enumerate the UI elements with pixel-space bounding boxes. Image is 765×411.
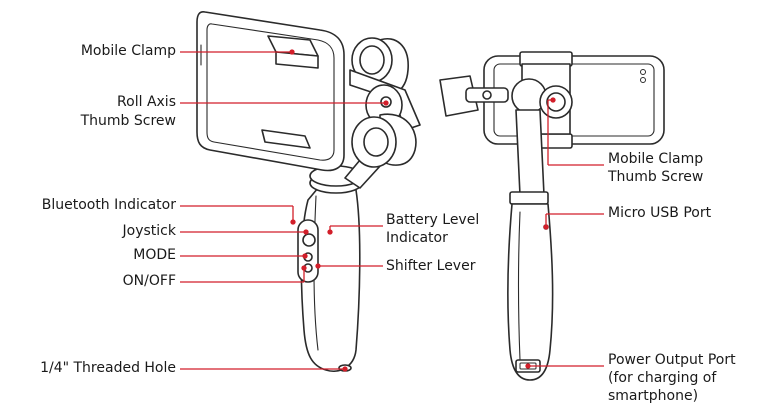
label-clamp-screw-1: Mobile Clamp — [608, 151, 704, 167]
left-gimbal — [196, 11, 421, 372]
right-phone — [483, 55, 665, 145]
label-mode: MODE — [133, 247, 176, 263]
joystick-icon — [302, 233, 316, 247]
right-handle — [507, 203, 554, 381]
leader-lines — [180, 49, 604, 372]
label-mobile-clamp: Mobile Clamp — [80, 43, 176, 59]
label-clamp-screw-2: Thumb Screw — [608, 169, 704, 185]
label-battery-2: Indicator — [386, 230, 448, 246]
label-power-2: (for charging of — [608, 370, 717, 386]
label-power-3: smartphone) — [608, 388, 699, 404]
label-roll-axis-1: Roll Axis — [117, 94, 176, 110]
label-on-off: ON/OFF — [122, 273, 176, 289]
label-roll-axis-2: Thumb Screw — [80, 113, 176, 129]
label-threaded-hole: 1/4" Threaded Hole — [40, 360, 176, 376]
label-micro-usb: Micro USB Port — [608, 205, 712, 221]
label-battery-1: Battery Level — [386, 212, 480, 228]
clamp-thumb-screw-icon — [546, 92, 566, 112]
label-shifter-lever: Shifter Lever — [386, 258, 476, 274]
right-gimbal — [439, 51, 665, 381]
label-bluetooth-indicator: Bluetooth Indicator — [41, 197, 176, 213]
label-joystick: Joystick — [122, 223, 176, 239]
label-power-1: Power Output Port — [608, 352, 736, 368]
